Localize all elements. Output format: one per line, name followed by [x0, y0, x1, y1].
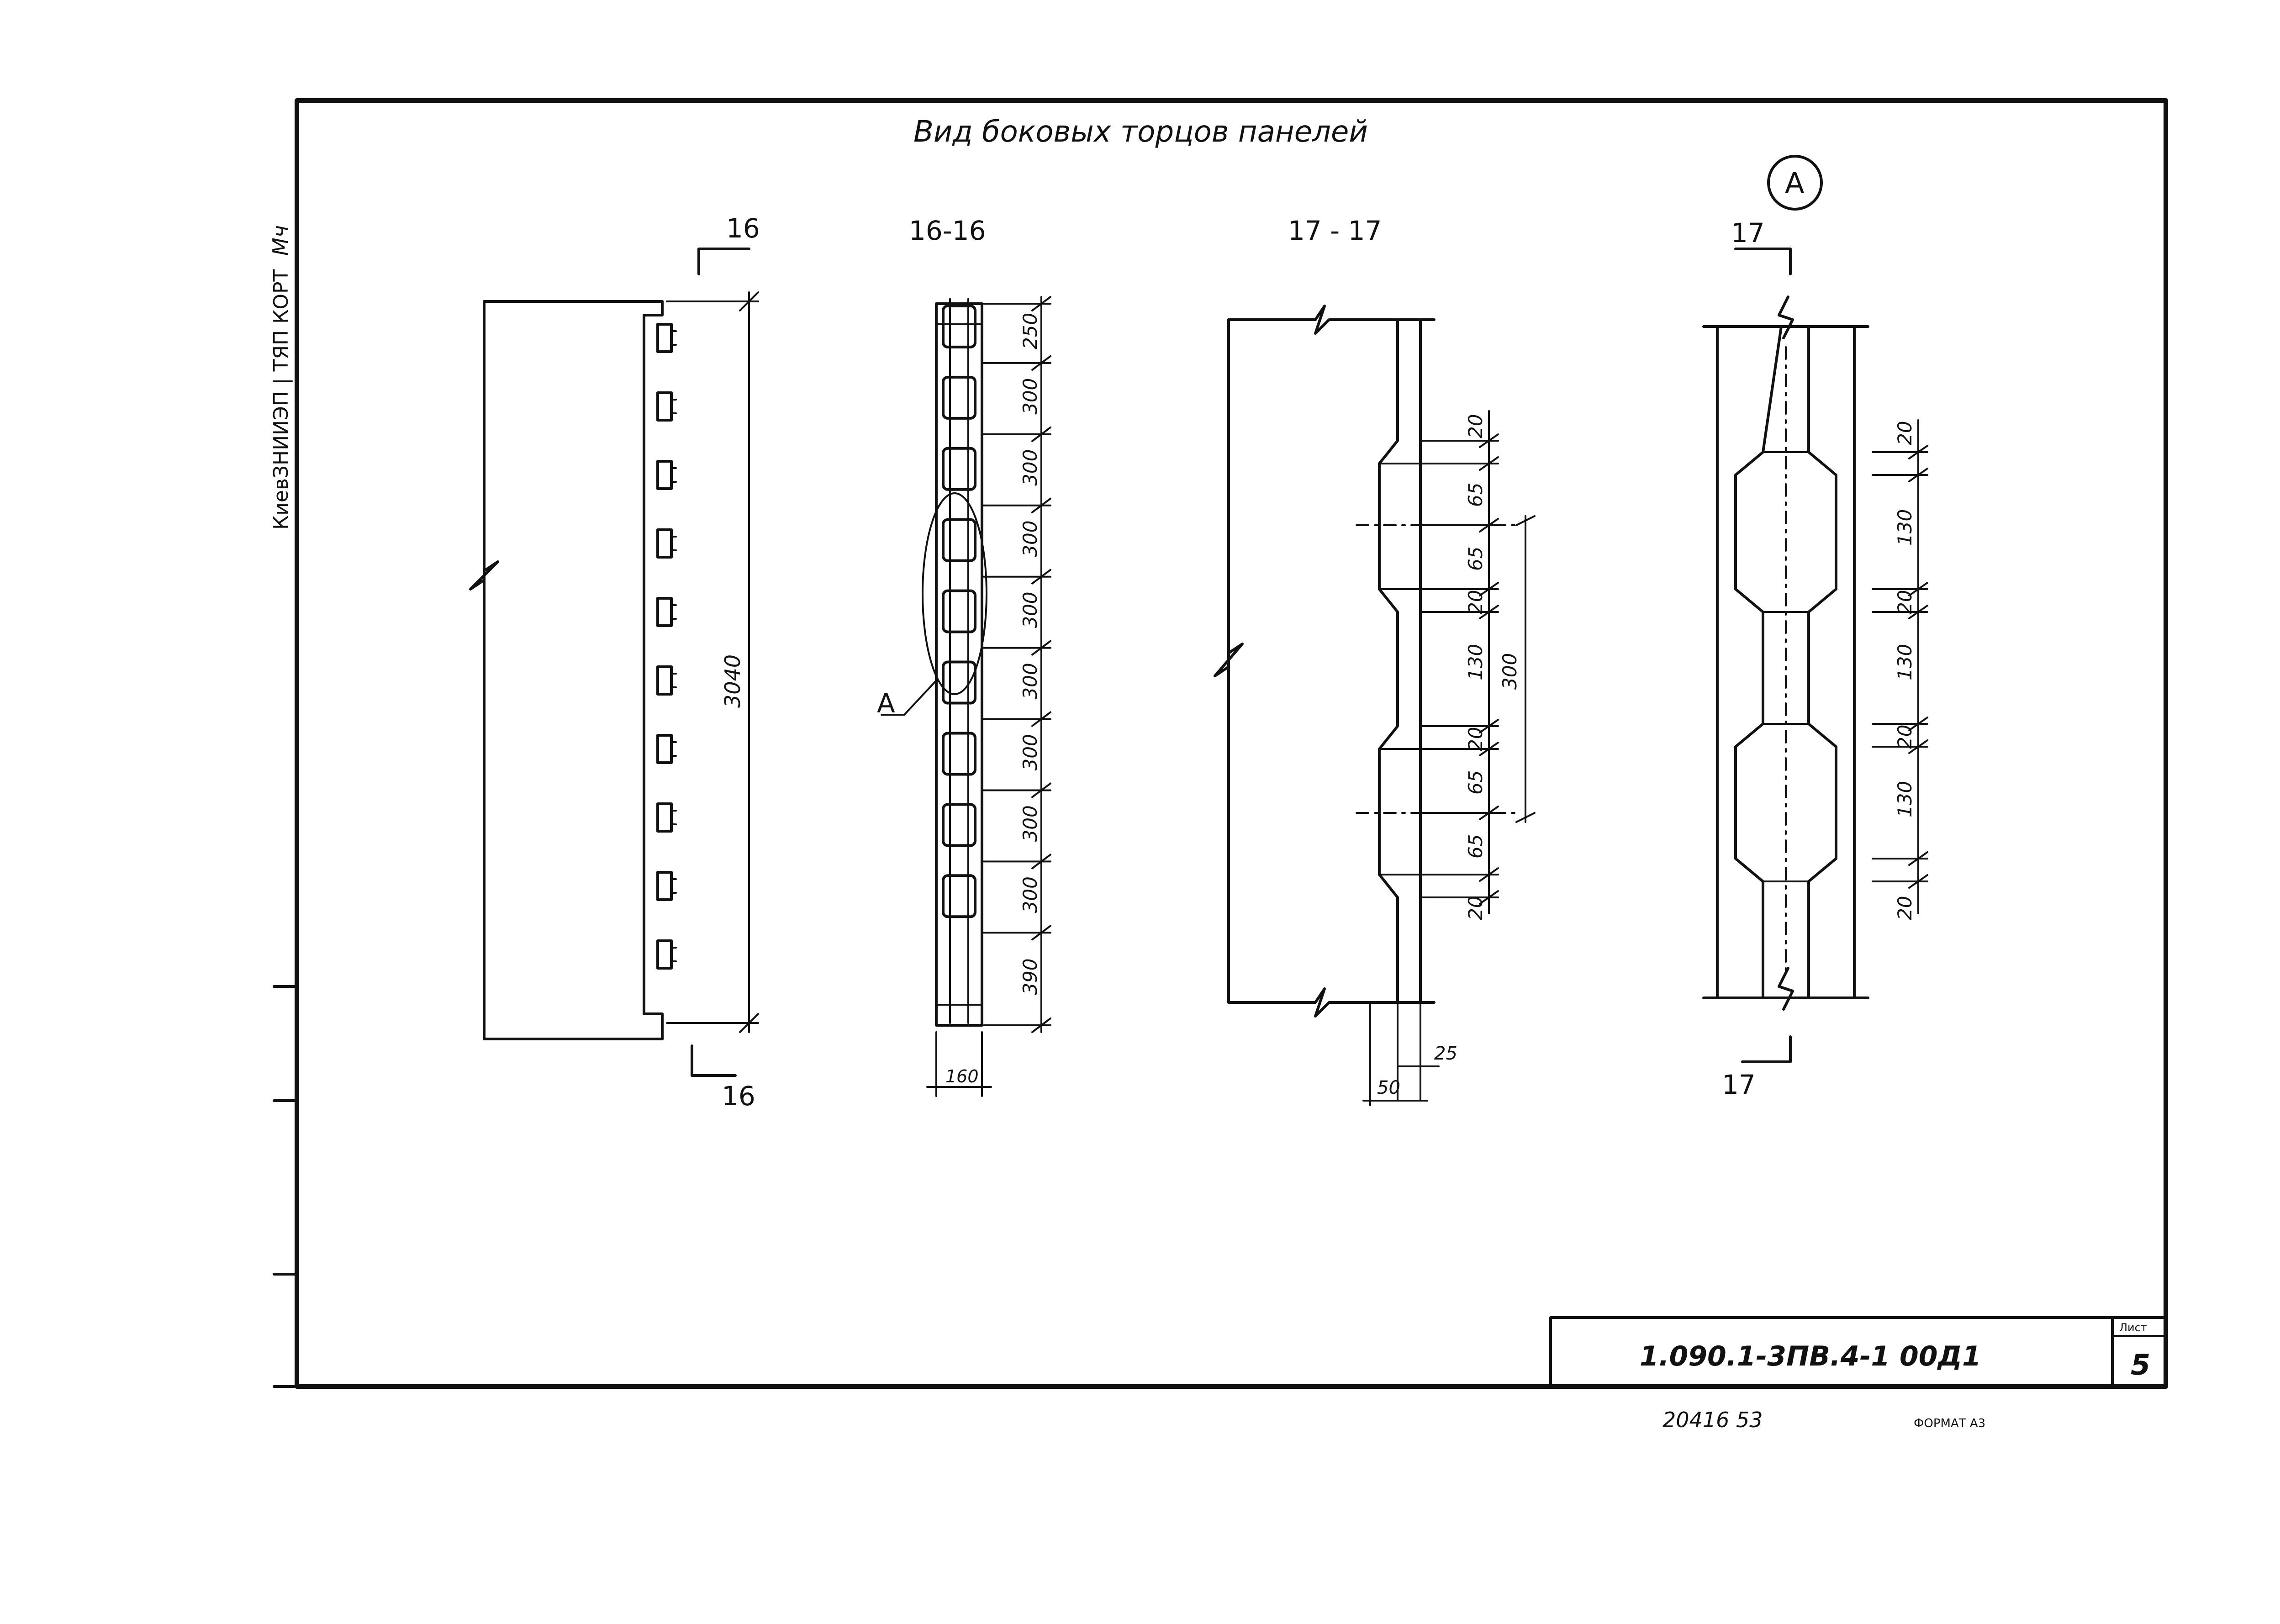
panel-side-view [469, 291, 759, 1040]
dim-stack-9: 390 [1019, 958, 1041, 995]
dim-node-d4: 130 [1894, 644, 1916, 680]
dim-s17-d9: 20 [1464, 896, 1487, 920]
dim-width-160: 160 [945, 1066, 979, 1086]
node-a-label: A [1785, 166, 1804, 200]
node-a-marker [1767, 155, 1823, 211]
dim-height-total: 3040 [720, 654, 745, 708]
dim-s17-d7: 65 [1464, 770, 1487, 795]
dim-stack-0: 250 [1019, 313, 1041, 349]
section-label-16-bottom: 16 [722, 1081, 755, 1112]
dim-node-d7: 20 [1894, 896, 1916, 920]
section-title-17-17: 17 - 17 [1288, 215, 1382, 246]
dim-s17-d3: 65 [1464, 547, 1487, 571]
node-a-detail [1702, 295, 1928, 1011]
side-signature: Мч [268, 225, 293, 256]
dim-stack-2: 300 [1019, 449, 1041, 486]
dim-pitch-300: 300 [1499, 653, 1521, 690]
dim-stack-4: 300 [1019, 591, 1041, 628]
dim-w50: 50 [1377, 1077, 1400, 1098]
dim-stack-6: 300 [1019, 734, 1041, 770]
dim-stack-3: 300 [1019, 521, 1041, 557]
dim-s17-d6: 20 [1464, 727, 1487, 751]
dim-s17-d2: 65 [1464, 483, 1487, 507]
dim-s17-d4: 20 [1464, 590, 1487, 614]
dim-node-d2: 130 [1894, 509, 1916, 546]
dim-w25: 25 [1434, 1043, 1457, 1064]
section-mark-17-bottom [1741, 1035, 1792, 1063]
dim-stack-5: 300 [1019, 663, 1041, 699]
archive-number: 20416 53 [1662, 1408, 1763, 1432]
section-mark-16-top [697, 248, 750, 275]
sheet-format: ФОРМАТ А3 [1914, 1417, 1985, 1430]
dim-node-d5: 20 [1894, 725, 1916, 749]
document-code: 1.090.1-3ПВ.4-1 00Д1 [1640, 1340, 1981, 1372]
dim-node-d1: 20 [1894, 421, 1916, 445]
section-16-16 [881, 296, 1051, 1097]
section-label-17-top: 17 [1731, 217, 1765, 248]
dim-stack-7: 300 [1019, 805, 1041, 842]
drawing-title: Вид боковых торцов панелей [913, 115, 1368, 149]
section-mark-17-top [1734, 248, 1792, 275]
section-mark-16-bottom [691, 1044, 737, 1077]
title-block [1549, 1316, 2167, 1388]
callout-a-label: A [877, 688, 895, 719]
dim-s17-d8: 65 [1464, 834, 1487, 859]
section-label-17-bottom: 17 [1722, 1069, 1756, 1100]
dim-s17-d1: 20 [1464, 414, 1487, 438]
side-stamp: КиевЗНИИЭП | ТЯП КОРТ [269, 269, 293, 530]
dim-node-d3: 20 [1894, 590, 1916, 614]
dim-s17-d5: 130 [1464, 644, 1487, 680]
section-title-16-16: 16-16 [909, 215, 986, 246]
sheet-frame [273, 98, 2168, 1389]
section-17-17 [1214, 305, 1536, 1106]
dim-node-d6: 130 [1894, 781, 1916, 817]
dim-stack-1: 300 [1019, 378, 1041, 415]
dim-stack-8: 300 [1019, 876, 1041, 913]
sheet-label: Лист [2119, 1321, 2147, 1334]
section-label-16-top: 16 [726, 213, 760, 244]
sheet-number: 5 [2131, 1348, 2150, 1381]
